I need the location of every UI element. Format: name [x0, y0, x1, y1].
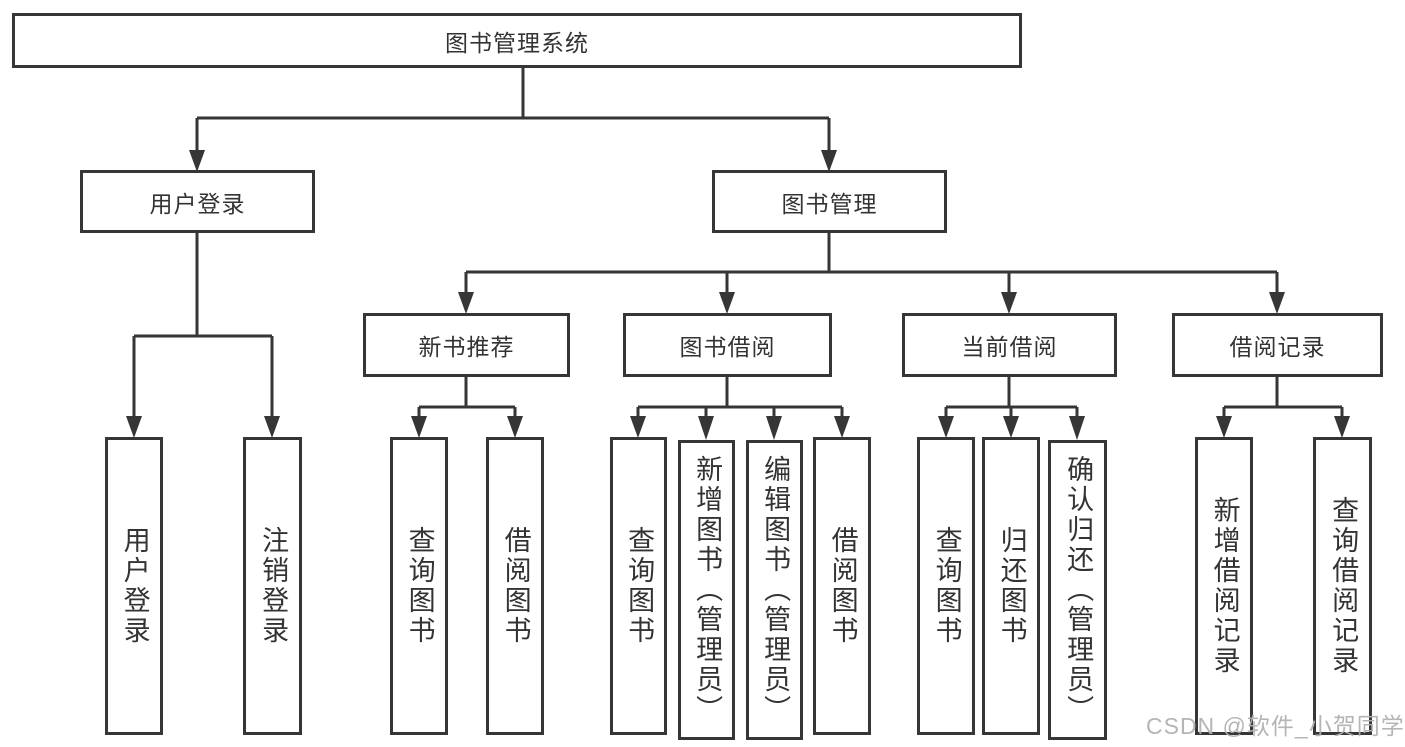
- leaf-query-books-recommend-label: 查询图书: [404, 526, 435, 646]
- node-book-management-label: 图书管理: [781, 190, 878, 217]
- connector-new-book-recommend: [417, 377, 517, 417]
- leaf-user-login: 用户登录: [105, 437, 163, 735]
- connector-book-borrow: [636, 377, 844, 417]
- leaf-borrow-books-recommend-label: 借阅图书: [500, 526, 531, 646]
- connector-borrow-records: [1222, 377, 1344, 417]
- leaf-edit-book-admin: 编辑图书（管理员）: [746, 440, 803, 740]
- node-borrow-records: 借阅记录: [1172, 313, 1383, 377]
- leaf-query-books-current-label: 查询图书: [931, 526, 962, 646]
- node-current-borrow-label: 当前借阅: [961, 334, 1058, 360]
- leaf-logout: 注销登录: [243, 437, 302, 735]
- node-new-book-recommend-label: 新书推荐: [418, 334, 515, 360]
- node-book-management: 图书管理: [712, 170, 947, 233]
- node-root: 图书管理系统: [12, 13, 1022, 68]
- node-current-borrow: 当前借阅: [902, 313, 1117, 377]
- arrowheads: [126, 150, 1350, 440]
- connector-book-management: [464, 233, 1279, 293]
- leaf-return-books-label: 归还图书: [996, 526, 1027, 646]
- leaf-query-books-borrow-label: 查询图书: [624, 526, 655, 646]
- node-root-label: 图书管理系统: [445, 29, 589, 56]
- leaf-query-books-current: 查询图书: [917, 437, 975, 735]
- node-user-login: 用户登录: [80, 170, 315, 233]
- leaf-add-book-admin: 新增图书（管理员）: [678, 440, 735, 740]
- node-borrow-records-label: 借阅记录: [1229, 334, 1326, 360]
- leaf-confirm-return-admin: 确认归还（管理员）: [1048, 440, 1107, 740]
- leaf-add-book-admin-label: 新增图书（管理员）: [692, 455, 723, 725]
- leaf-confirm-return-admin-label: 确认归还（管理员）: [1063, 455, 1094, 725]
- node-user-login-label: 用户登录: [149, 190, 246, 217]
- leaf-return-books: 归还图书: [982, 437, 1040, 735]
- leaf-query-borrow-record: 查询借阅记录: [1313, 437, 1372, 735]
- node-book-borrow-label: 图书借阅: [679, 334, 776, 360]
- csdn-watermark: CSDN @软件_小贺同学: [1146, 713, 1405, 739]
- leaf-edit-book-admin-label: 编辑图书（管理员）: [760, 455, 791, 725]
- leaf-borrow-books-borrow: 借阅图书: [813, 437, 871, 735]
- leaf-query-books-borrow: 查询图书: [610, 437, 667, 735]
- leaf-query-borrow-record-label: 查询借阅记录: [1328, 496, 1359, 676]
- leaf-add-borrow-record-label: 新增借阅记录: [1209, 496, 1240, 676]
- leaf-logout-label: 注销登录: [258, 526, 289, 646]
- leaf-borrow-books-recommend: 借阅图书: [486, 437, 544, 735]
- connector-user-login: [132, 233, 274, 417]
- connector-root: [195, 68, 831, 151]
- leaf-add-borrow-record: 新增借阅记录: [1195, 437, 1253, 735]
- connector-current-borrow: [944, 377, 1079, 417]
- node-book-borrow: 图书借阅: [623, 313, 832, 377]
- leaf-user-login-label: 用户登录: [119, 526, 150, 646]
- node-new-book-recommend: 新书推荐: [363, 313, 570, 377]
- leaf-borrow-books-borrow-label: 借阅图书: [827, 526, 858, 646]
- leaf-query-books-recommend: 查询图书: [390, 437, 448, 735]
